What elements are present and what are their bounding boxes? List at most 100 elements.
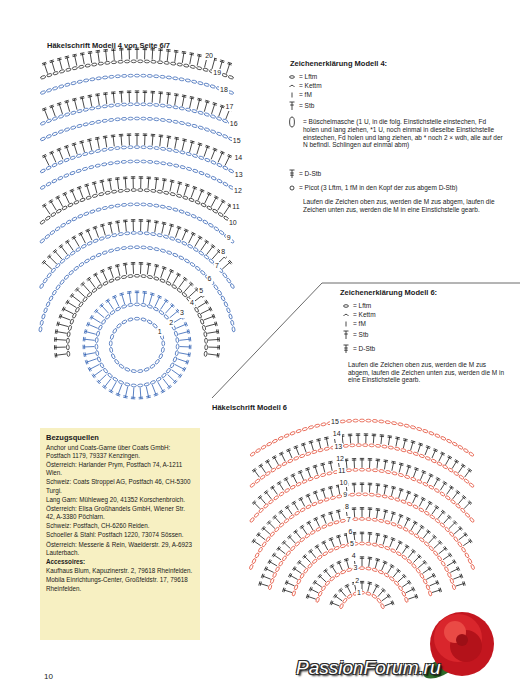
round-number: 6 [347, 528, 353, 536]
legend-entry: = Stb [299, 102, 499, 110]
label-box: 12 [335, 455, 345, 463]
chart-round [40, 60, 234, 80]
label-box: 7 [214, 262, 220, 270]
round-number: 13 [333, 443, 343, 451]
legend-symbol [287, 114, 297, 130]
legend-text: = D-Stb [353, 345, 503, 353]
label-box: Häkelschrift Modell 4 von Seite 6/7 [47, 41, 170, 50]
round-number: 6 [207, 275, 213, 283]
chart-round [40, 117, 234, 141]
supplier-address: Schweiz: Coats Stroppel AG, Postfach 46,… [46, 478, 194, 494]
label-box: Zeichenerklärung Modell 4: [290, 59, 387, 68]
chart-round [339, 591, 385, 609]
legend-text: = Kettm [299, 82, 499, 90]
label-box: PassionForum.ru [296, 657, 441, 680]
label-box: 13 [234, 171, 244, 179]
chart-round [42, 91, 232, 119]
legend-text: = Büschelmasche (1 U, in die folg. Einst… [303, 118, 503, 149]
legend-entry: = Büschelmasche (1 U, in die folg. Einst… [303, 118, 503, 149]
legend-entry: = Kettm [353, 311, 503, 319]
legend-note: Laufen die Zeichen oben zus, werden die … [348, 361, 508, 384]
box-heading: Bezugsquellen [46, 433, 194, 443]
chart-round [42, 48, 232, 74]
chart-round [292, 542, 433, 596]
label-box: Laufen die Zeichen oben zus, werden die … [303, 198, 495, 214]
round-number: 2 [354, 577, 360, 585]
box-heading: Accessoires: [46, 558, 194, 566]
supplier-address: Kaufhaus Blum, Kapuzinerstr. 2, 79618 Rh… [46, 567, 194, 575]
round-number: 9 [342, 491, 348, 499]
label-box: 14 [233, 154, 243, 162]
label-box: 10 [44, 672, 53, 682]
round-number: 8 [220, 248, 226, 256]
round-number: 13 [234, 171, 244, 179]
legend-symbol [341, 327, 351, 343]
label-box: 1 [157, 328, 163, 336]
round-number: 20 [204, 52, 214, 60]
chart-round [109, 317, 165, 373]
label-box: 9 [342, 491, 348, 499]
label-box: Laufen die Zeichen oben zus, werden die … [348, 361, 508, 384]
legend-entry: = Kettm [299, 82, 499, 90]
label-box: 5 [198, 287, 204, 295]
supplier-address: Österreich: Elisa Großhandels GmbH, Wien… [46, 505, 194, 521]
legend-entry: = Lftm [353, 302, 503, 310]
legend-symbol [287, 78, 297, 94]
chart-round [39, 246, 236, 332]
round-number: 3 [353, 564, 359, 572]
supplier-box: BezugsquellenAnchor und Coats-Garne über… [40, 428, 200, 640]
chart-round [42, 220, 232, 270]
legend-symbol [287, 180, 297, 196]
legend-text: = Stb [353, 331, 503, 339]
legend-entry: = fM [353, 320, 503, 328]
divider-line [212, 283, 520, 398]
label-box: 3 [179, 309, 185, 317]
legend-text: = Stb [299, 102, 499, 110]
label-box: 10 [228, 219, 238, 227]
legend-text: = fM [299, 91, 499, 99]
chart-round [39, 231, 235, 288]
label-box: 18 [219, 86, 229, 94]
round-number: 12 [335, 455, 345, 463]
supplier-address: Lang Garn: Mühleweg 20, 41352 Korschenbr… [46, 496, 194, 504]
chart-round [40, 103, 234, 126]
round-number: 10 [339, 479, 349, 487]
watermark: PassionForum.ru [296, 657, 441, 680]
label-box: 13 [333, 443, 343, 451]
round-number: 8 [344, 503, 350, 511]
legend-text: = fM [353, 320, 503, 328]
chart-title: Häkelschrift Modell 6 [212, 403, 287, 412]
legend-heading: Zeichenerklärung Modell 4: [290, 59, 387, 68]
legend-symbol [287, 87, 297, 103]
chart-round [306, 557, 418, 599]
legend-entry: = Stb [353, 331, 503, 339]
label-box: 4 [189, 299, 195, 307]
legend-symbol [341, 316, 351, 332]
label-box: 16 [229, 120, 239, 128]
chart-round [249, 493, 475, 570]
legend-heading: Zeichenerklärung Modell 6: [340, 288, 437, 297]
legend-text: = Lftm [299, 73, 499, 81]
label-box: 8 [344, 503, 350, 511]
label-box: Zeichenerklärung Modell 6: [340, 288, 437, 297]
chart-round [40, 203, 235, 244]
chart-round [282, 532, 441, 592]
legend-entry: = Picot (3 Lftm, 1 fM in den Kopf der zu… [299, 184, 499, 192]
supplier-address: Anchor und Coats-Garne über Coats GmbH: … [46, 444, 194, 460]
round-number: 16 [229, 120, 239, 128]
label-box: 15 [232, 137, 242, 145]
round-number: 7 [214, 262, 220, 270]
label-box: 14 [332, 430, 342, 438]
supplier-address: Schweiz: Postfach, CH-6260 Reiden. [46, 522, 194, 530]
round-number: 14 [332, 430, 342, 438]
chart-round [252, 483, 472, 546]
supplier-address: Mobila Einrichtungs-Center, Großfeldstr.… [46, 576, 194, 592]
legend-text: = Lftm [353, 302, 503, 310]
round-number: 19 [212, 69, 222, 77]
chart-round [40, 189, 235, 225]
legend-note: Laufen die Zeichen oben zus, werden die … [303, 198, 495, 214]
chart-round [54, 262, 219, 357]
round-number: 7 [346, 516, 352, 524]
round-number: 18 [219, 86, 229, 94]
